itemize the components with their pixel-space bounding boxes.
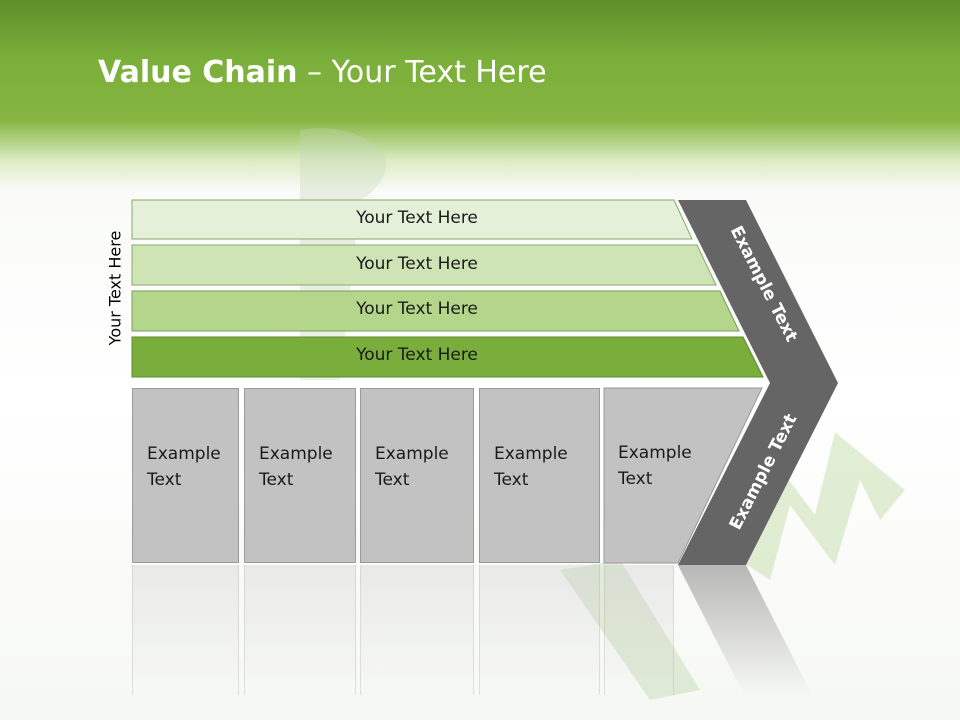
chevron-upper-shape [678, 200, 838, 383]
header-band [0, 0, 960, 190]
row-3-label: Your Text Here [356, 299, 478, 319]
box-1-reflection [132, 565, 239, 695]
chevron-lower-shape [678, 383, 838, 565]
chevron-reflection [678, 565, 812, 695]
row-4-shape [131, 336, 764, 378]
box-5-shape [603, 387, 763, 564]
row-4-label: Your Text Here [356, 345, 478, 365]
title-bold: Value Chain [98, 55, 298, 90]
box-5-reflection [604, 565, 674, 695]
row-2-shape [131, 244, 717, 286]
row-1-shape [131, 199, 693, 240]
row-3-shape [131, 290, 740, 332]
row-2-label: Your Text Here [356, 254, 478, 274]
box-4-reflection [479, 565, 600, 695]
box-3-reflection [360, 565, 474, 695]
title-rest: – Your Text Here [297, 55, 547, 90]
page-title: Value Chain – Your Text Here [98, 55, 547, 90]
box-2-reflection [244, 565, 356, 695]
row-1-label: Your Text Here [356, 208, 478, 228]
